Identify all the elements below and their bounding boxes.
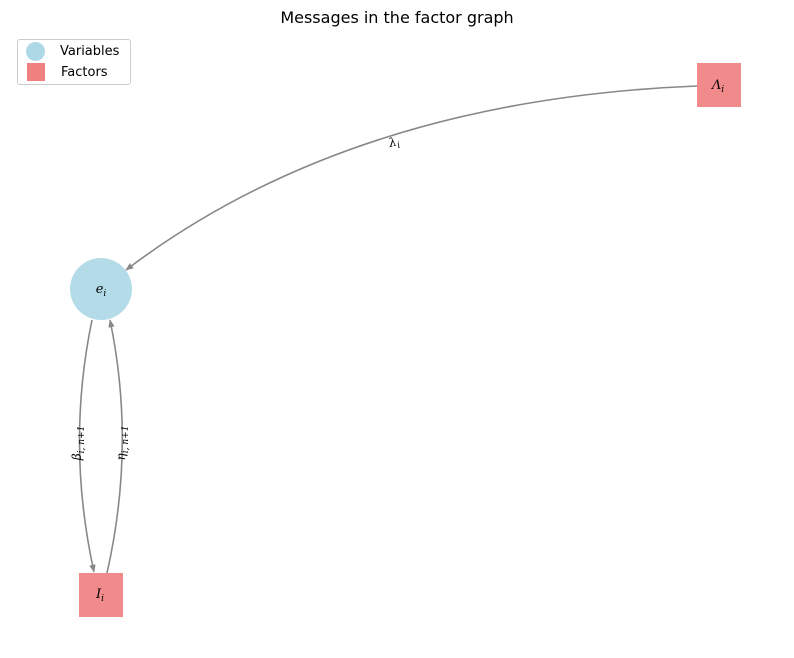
node-label-I: Ii [95, 587, 104, 604]
legend-item-factors: Factors [18, 62, 108, 82]
edge-beta [78, 319, 96, 573]
legend-label-variables: Variables [60, 43, 120, 59]
node-label-e: ei [96, 282, 107, 299]
edge-label-lambda: λi [386, 134, 401, 153]
legend: Variables Factors [17, 39, 131, 85]
legend-label-factors: Factors [61, 64, 108, 80]
edge-eta [106, 319, 124, 574]
variable-node-e [70, 258, 132, 320]
legend-item-variables: Variables [18, 41, 119, 61]
edge-lambda [125, 85, 698, 271]
node-label-lambda: Λi [711, 78, 724, 95]
edge-label-beta: βi, n+1 [70, 426, 87, 462]
factor-marker-icon [27, 63, 45, 81]
edge-label-eta: ηi, n+1 [114, 426, 131, 461]
factor-node-lambda [697, 63, 741, 107]
diagram-title: Messages in the factor graph [280, 8, 514, 27]
factor-node-I [79, 573, 123, 617]
variable-marker-icon [26, 41, 45, 61]
